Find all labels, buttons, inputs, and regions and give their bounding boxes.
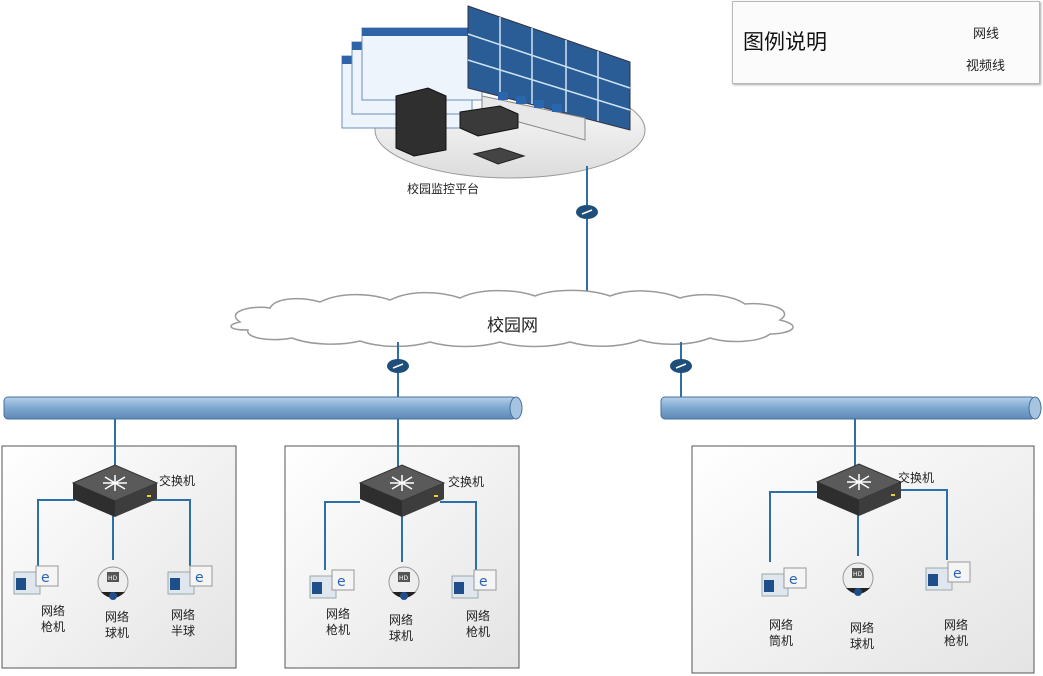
- camera-label-line1: 网络: [104, 610, 129, 624]
- switch-label: 交换机: [898, 471, 935, 485]
- switch-label: 交换机: [448, 475, 485, 489]
- backbone-pipe-left: [3, 396, 523, 420]
- camera-label-line1: 网络: [943, 618, 968, 632]
- camera-label: 网络 球机: [381, 612, 421, 644]
- camera-label-line2: 枪机: [465, 625, 490, 639]
- camera-label-line1: 网络: [325, 607, 350, 621]
- camera-label-line1: 网络: [849, 621, 874, 635]
- camera-label-line1: 网络: [40, 604, 65, 618]
- monitoring-platform: [341, 5, 646, 179]
- legend-box: 图例说明 网线 视频线: [732, 1, 1040, 84]
- camera-label-line2: 球机: [849, 637, 874, 651]
- platform-label: 校园监控平台: [407, 182, 480, 196]
- camera-label: 网络 枪机: [458, 608, 498, 640]
- camera-label: 网络 枪机: [936, 617, 976, 649]
- cloud-label: 校园网: [487, 316, 538, 336]
- camera-label: 网络 枪机: [318, 606, 358, 638]
- backbone-pipe-right: [660, 396, 1042, 420]
- camera-label-line1: 网络: [388, 613, 413, 627]
- switch-label: 交换机: [159, 474, 196, 488]
- camera-label-line2: 球机: [104, 626, 129, 640]
- legend-video-label: 视频线: [966, 59, 1006, 74]
- camera-label-line2: 枪机: [40, 620, 65, 634]
- campus-network-cloud: [230, 289, 794, 348]
- camera-label-line1: 网络: [170, 608, 195, 622]
- camera-label-line1: 网络: [768, 618, 793, 632]
- camera-label-line1: 网络: [465, 609, 490, 623]
- legend-title: 图例说明: [743, 30, 827, 54]
- camera-label: 网络 筒机: [761, 617, 801, 649]
- camera-label: 网络 球机: [97, 609, 137, 641]
- legend-network-label: 网线: [973, 27, 1000, 42]
- camera-label-line2: 球机: [388, 629, 413, 643]
- camera-label: 网络 球机: [842, 620, 882, 652]
- camera-label-line2: 半球: [170, 624, 195, 638]
- camera-label-line2: 枪机: [325, 623, 350, 637]
- camera-label: 网络 枪机: [33, 603, 73, 635]
- camera-label: 网络 半球: [163, 607, 203, 639]
- camera-label-line2: 筒机: [768, 634, 793, 648]
- camera-label-line2: 枪机: [943, 634, 968, 648]
